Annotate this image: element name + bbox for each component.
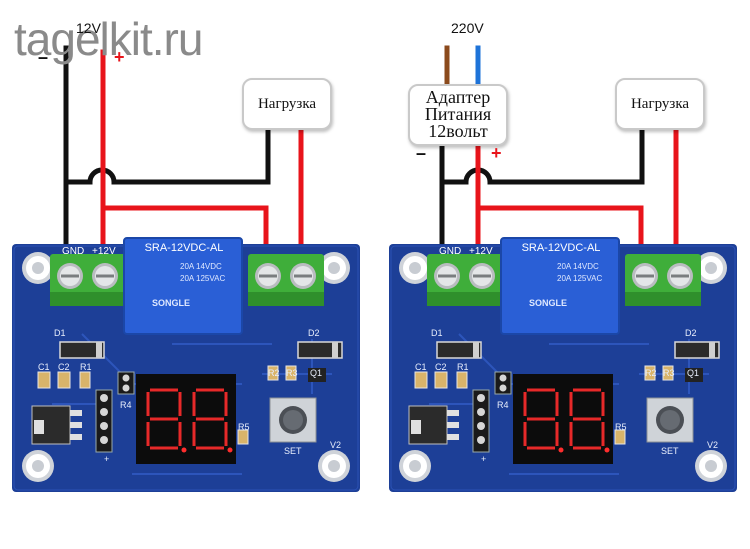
right-c2-label: C2 [435,362,447,372]
left-r1-label: R1 [80,362,92,372]
left-d2-label: D2 [308,328,320,338]
left-load-label: Нагрузка [257,95,317,112]
right-plus-label: + [491,143,502,163]
adapter-line-2: Питания [424,104,492,124]
left-r5-label: R5 [238,422,250,432]
right-v2-label: V2 [707,440,719,450]
left-black-wire-load [63,125,271,185]
left-c2-label: C2 [58,362,70,372]
adapter-line-1: Адаптер [425,87,491,107]
watermark: tagelkit.ru [14,13,203,65]
left-r2-label: R2 [268,368,280,378]
left-relay-rating-2: 20A 125VAC [180,274,226,283]
left-r4-label: R4 [120,400,132,410]
left-supply-label: 12V [76,20,101,36]
right-relay-rating-2: 20A 125VAC [557,274,603,283]
right-board-text: GND +12V SRA-12VDC-AL 20A 14VDC 20A 125V… [389,242,737,492]
left-plus-label: + [114,47,125,67]
right-set-label: SET [661,446,679,456]
left-relay-brand: SONGLE [152,298,191,308]
right-r4-label: R4 [497,400,509,410]
left-gnd-label: GND [62,246,85,257]
left-load-box: Нагрузка [242,78,332,130]
left-relay-model: SRA-12VDC-AL [144,242,224,254]
left-q1-label: Q1 [310,368,323,378]
right-load-box: Нагрузка [615,78,705,130]
right-d2-label: D2 [685,328,697,338]
right-load-label: Нагрузка [630,95,690,112]
adapter-box: Адаптер Питания 12вольт [408,84,508,146]
right-relay-model: SRA-12VDC-AL [521,242,601,254]
right-supply-label: 220V [451,20,484,36]
left-set-label: SET [284,446,302,456]
left-12v-label: +12V [92,246,116,257]
right-c1-label: C1 [415,362,427,372]
right-relay-brand: SONGLE [529,298,568,308]
adapter-line-3: 12вольт [428,121,488,141]
right-d1-label: D1 [431,328,443,338]
left-c1-label: C1 [38,362,50,372]
right-q1-label: Q1 [687,368,700,378]
left-plus-mark: + [104,454,110,464]
left-relay-rating-1: 20A 14VDC [180,262,222,271]
right-r3-label: R3 [663,368,675,378]
right-gnd-label: GND [439,246,462,257]
right-r2-label: R2 [645,368,657,378]
right-plus-mark: + [481,454,487,464]
right-r5-label: R5 [615,422,627,432]
left-minus-label: – [38,47,49,67]
left-board-text: GND +12V SRA-12VDC-AL 20A 14VDC 20A 125V… [12,242,360,492]
left-r3-label: R3 [286,368,298,378]
right-minus-label: – [416,143,427,163]
left-d1-label: D1 [54,328,66,338]
right-relay-rating-1: 20A 14VDC [557,262,599,271]
left-v2-label: V2 [330,440,342,450]
right-12v-label: +12V [469,246,493,257]
right-r1-label: R1 [457,362,469,372]
